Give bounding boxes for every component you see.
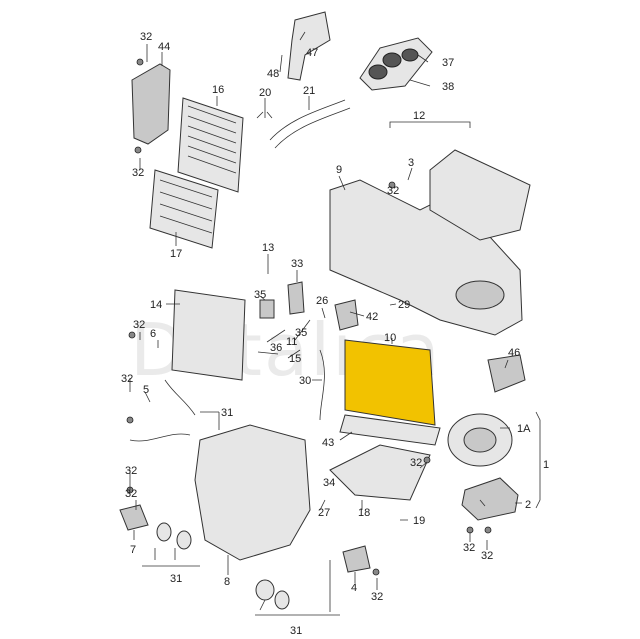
callout-19: 19 xyxy=(413,515,425,527)
part-7-servo xyxy=(119,504,149,531)
part-9-opening xyxy=(455,280,505,310)
part-33-clip xyxy=(287,281,305,315)
callout-17: 17 xyxy=(170,248,182,260)
callout-31: 31 xyxy=(290,625,302,637)
callout-3: 3 xyxy=(408,157,414,169)
callout-29: 29 xyxy=(398,299,410,311)
leader-lines xyxy=(129,31,541,616)
callout-34: 34 xyxy=(323,477,335,489)
callout-43: 43 xyxy=(322,437,334,449)
callout-9: 9 xyxy=(336,164,342,176)
callout-42: 42 xyxy=(366,311,378,323)
callout-10: 10 xyxy=(384,332,396,344)
part-43-strip xyxy=(339,414,441,446)
part-12-assembly xyxy=(429,149,531,241)
callout-32: 32 xyxy=(387,185,399,197)
part-44-bracket xyxy=(131,63,171,145)
callout-12: 12 xyxy=(413,110,425,122)
callout-8: 8 xyxy=(224,576,230,588)
callout-31: 31 xyxy=(170,573,182,585)
part-17-core xyxy=(149,169,219,249)
callout-11: 11 xyxy=(286,336,297,348)
callout-15: 15 xyxy=(289,353,301,365)
part-2-resistor xyxy=(461,477,519,521)
callout-6: 6 xyxy=(150,328,156,340)
part-18-tray xyxy=(329,444,431,501)
callout-32: 32 xyxy=(133,319,145,331)
callout-16: 16 xyxy=(212,84,224,96)
part-42-valve xyxy=(334,299,359,331)
callout-37: 37 xyxy=(442,57,454,69)
callout-31: 31 xyxy=(221,407,233,419)
callout-44: 44 xyxy=(158,41,170,53)
callout-14: 14 xyxy=(150,299,162,311)
callout-32: 32 xyxy=(140,31,152,43)
callout-32: 32 xyxy=(481,550,493,562)
screws xyxy=(126,58,492,576)
part-31-grommets xyxy=(156,522,290,610)
part-47-bracket xyxy=(287,11,331,81)
callout-21: 21 xyxy=(303,85,315,97)
callout-32: 32 xyxy=(463,542,475,554)
part-8-housing xyxy=(194,424,311,561)
part-valve xyxy=(259,299,275,319)
callout-32: 32 xyxy=(125,488,137,500)
callouts: 32 44 47 48 37 38 16 20 21 12 32 9 3 32 … xyxy=(121,31,549,637)
callout-20: 20 xyxy=(259,87,271,99)
part-10-cabin-filter xyxy=(344,339,436,426)
callout-35: 35 xyxy=(295,327,307,339)
callout-13: 13 xyxy=(262,242,274,254)
callout-48: 48 xyxy=(267,68,279,80)
part-30-hose xyxy=(319,349,325,421)
part-1A-blower xyxy=(447,413,513,467)
callout-2: 2 xyxy=(525,499,531,511)
callout-32: 32 xyxy=(125,465,137,477)
callout-36: 36 xyxy=(270,342,282,354)
part-21-pipes xyxy=(269,99,351,149)
callout-27: 27 xyxy=(318,507,330,519)
callout-7: 7 xyxy=(130,544,136,556)
callout-33: 33 xyxy=(291,258,303,270)
callout-32: 32 xyxy=(132,167,144,179)
part-16-core xyxy=(177,97,244,193)
callout-32: 32 xyxy=(121,373,133,385)
callout-4: 4 xyxy=(351,582,357,594)
callout-32: 32 xyxy=(410,457,422,469)
part-46-bracket xyxy=(487,354,526,393)
part-31-tubes-left xyxy=(129,379,196,442)
callout-1: 1 xyxy=(543,459,549,471)
callout-46: 46 xyxy=(508,347,520,359)
callout-1A: 1A xyxy=(517,423,531,435)
callout-32: 32 xyxy=(371,591,383,603)
part-14-frame xyxy=(171,289,246,381)
callout-38: 38 xyxy=(442,81,454,93)
callout-18: 18 xyxy=(358,507,370,519)
part-37-38-gaskets xyxy=(359,37,433,91)
callout-26: 26 xyxy=(316,295,328,307)
callout-5: 5 xyxy=(143,384,149,396)
callout-47: 47 xyxy=(306,47,318,59)
callout-35: 35 xyxy=(254,289,266,301)
callout-30: 30 xyxy=(299,375,311,387)
part-4-actuator xyxy=(342,545,371,573)
